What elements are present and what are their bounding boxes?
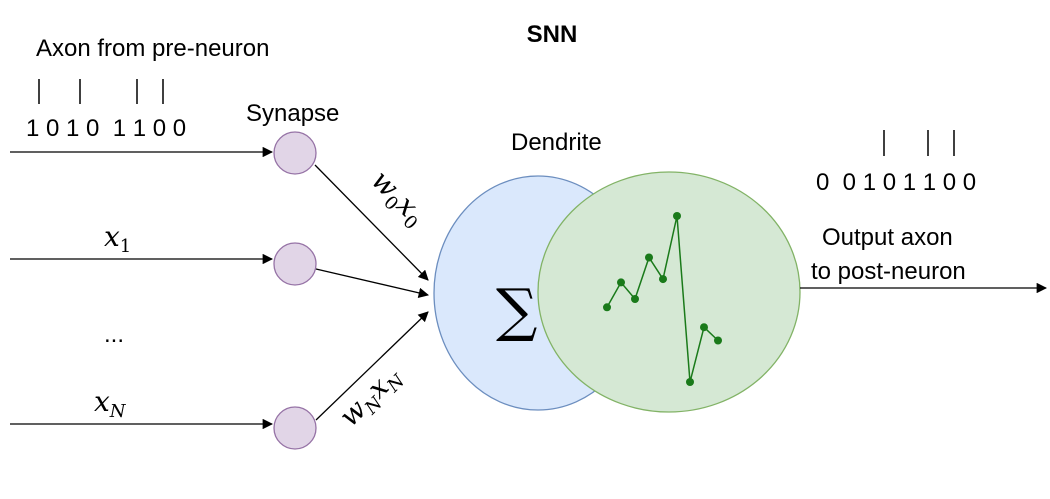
inputs-ellipsis: ... [104, 321, 124, 348]
output-spike-ticks [883, 130, 955, 156]
synapse-node-1 [273, 242, 317, 286]
membrane-trace-point [631, 295, 639, 303]
output-spike-bits: 0 0 1 0 1 1 0 0 [816, 169, 976, 196]
input-spike-bits: 1 0 1 0 1 1 0 0 [26, 115, 186, 142]
summation-symbol: ∑ [496, 276, 537, 344]
membrane-trace-point [714, 336, 722, 345]
membrane-trace-point [617, 278, 625, 287]
synapse-label: Synapse [246, 100, 339, 127]
membrane-trace [603, 212, 722, 386]
membrane-trace-point [659, 275, 667, 284]
output-axon-label: Output axon [822, 224, 953, 251]
membrane-trace-point [645, 253, 653, 262]
input-spike-ticks [38, 79, 164, 104]
input-xn-label: xN [94, 385, 127, 422]
weighted-arrow-0 [314, 164, 429, 281]
output-target-label: to post-neuron [811, 258, 966, 285]
diagram-title: SNN [527, 21, 578, 48]
membrane-trace-point [603, 303, 611, 312]
synapse-node-0 [273, 131, 317, 175]
weighted-arrow-n [315, 311, 429, 421]
dendrite-label: Dendrite [511, 129, 602, 156]
axon-pre-label: Axon from pre-neuron [36, 35, 269, 62]
synapse-node-n [273, 406, 317, 450]
membrane-node [537, 171, 801, 413]
weighted-arrow-1 [315, 268, 430, 298]
membrane-trace-point [673, 212, 681, 220]
membrane-trace-point [686, 378, 694, 386]
input-x1-label: x1 [104, 220, 131, 257]
weight-wnxn-label: wNxN [333, 358, 410, 435]
membrane-trace-point [700, 323, 708, 332]
